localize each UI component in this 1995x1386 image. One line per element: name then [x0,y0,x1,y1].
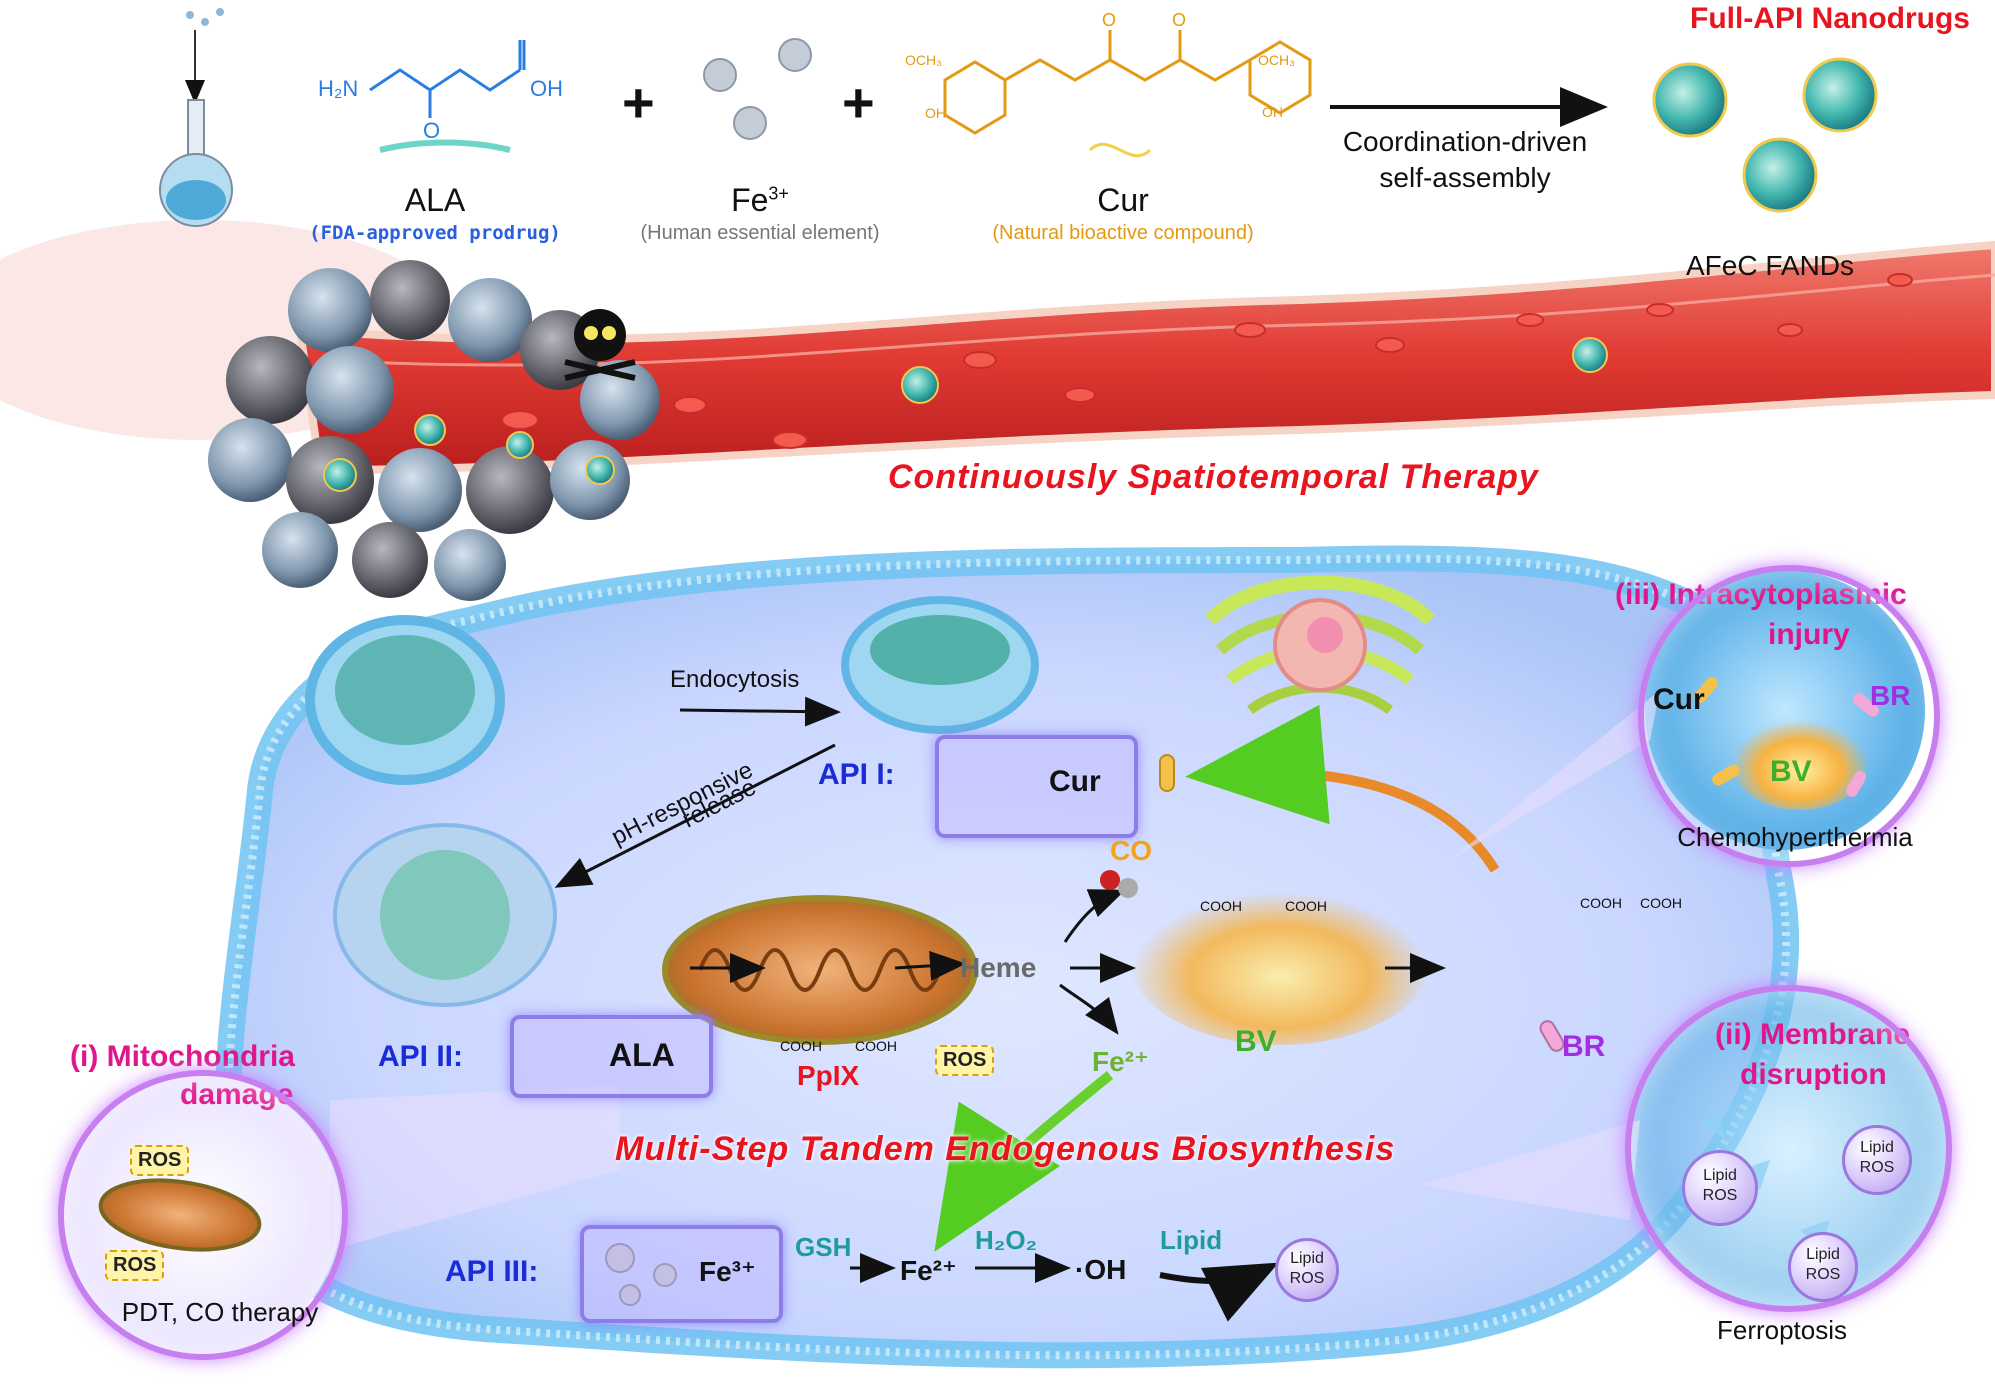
cooh-bv-2: COOH [1285,898,1327,914]
cur-desc: (Natural bioactive compound) [992,222,1254,244]
cooh-bv-1: COOH [1200,898,1242,914]
api1-label: API I: [818,758,895,791]
fe-desc: (Human essential element) [640,222,880,244]
cur-oh-left: OH [925,105,946,121]
product-name: AFeC FANDs [1685,250,1855,281]
cooh-br-2: COOH [1640,895,1682,911]
cur-o-2: O [1172,10,1187,30]
callout-mito-ros-1: ROS [130,1145,190,1176]
therapy-title: Continuously Spatiotemporal Therapy [888,458,1539,496]
lipid-ros-bubble: Lipid ROS [1275,1238,1339,1302]
heme-label: Heme [960,952,1037,983]
api3-box: Fe³⁺ [580,1225,783,1323]
plus-1: + [622,71,655,134]
api2-label: API II: [378,1040,464,1073]
callout-mito-caption: PDT, CO therapy [121,1297,319,1327]
oh-radical-label: ·OH [1075,1254,1127,1285]
ppix-label: PpIX [797,1060,860,1091]
callout-cyto-cur: Cur [1653,683,1705,716]
process-line-2: self-assembly [1379,162,1551,193]
callout-cyto-br: BR [1870,680,1911,711]
api1-box: Cur [935,735,1138,838]
callout-membrane-roslbl-1: ROS [1702,1187,1738,1204]
fe2-chain-label: Fe²⁺ [900,1255,957,1286]
skull-icon [564,309,636,381]
co-label: CO [1110,835,1152,866]
h2o2-label: H₂O₂ [975,1225,1038,1255]
fe-name: Fe3+ [731,182,789,219]
lipid-ros-line-2: ROS [1289,1270,1325,1287]
nanoparticle-icon [1652,57,1878,213]
lipid-label: Lipid [1160,1225,1223,1255]
ala-desc: (FDA-approved prodrug) [309,222,561,244]
plus-2: + [842,71,875,134]
callout-membrane-lipid-1: Lipid [1703,1167,1737,1184]
callout-membrane-lipid-3: Lipid [1806,1246,1840,1263]
callout-membrane-roslbl-3: ROS [1805,1266,1841,1283]
callout-cyto-caption: Chemohyperthermia [1677,822,1913,852]
callout-mito-ros-2: ROS [105,1250,165,1281]
callout-membrane-ros-1: Lipid ROS [1682,1150,1758,1226]
cooh-ppix-2: COOH [855,1038,897,1054]
bv-label: BV [1235,1025,1277,1058]
callout-membrane-roslbl-2: ROS [1859,1159,1895,1176]
cur-oh-right: OH [1262,104,1283,120]
fe-symbol: Fe [731,182,769,218]
api2-box: ALA [510,1015,713,1098]
api2-name: ALA [609,1037,675,1073]
callout-membrane-caption: Ferroptosis [1716,1315,1848,1345]
gsh-label: GSH [795,1232,852,1262]
fe2-label: Fe²⁺ [1092,1046,1149,1077]
cur-name: Cur [1097,182,1149,218]
flask-icon [159,8,233,227]
callout-membrane-ros-3: Lipid ROS [1788,1232,1858,1302]
ala-acid-label: OH [530,76,563,101]
mitochondrion-icon [662,895,978,1045]
cur-ome-right: OCH₃ [1258,52,1295,68]
callout-membrane-circle [1625,985,1952,1312]
process-line-1: Coordination-driven [1342,126,1588,157]
br-label: BR [1562,1030,1606,1063]
callout-mito-title-1: (i) Mitochondria [70,1040,295,1073]
cooh-br-1: COOH [1580,895,1622,911]
ala-keto-label: O [423,118,441,143]
callout-mito-circle [58,1070,348,1360]
biosynthesis-title: Multi-Step Tandem Endogenous Biosynthesi… [615,1130,1396,1168]
callout-cyto-circle [1638,565,1940,867]
fe-charge: 3+ [768,183,789,204]
endocytosis-label: Endocytosis [670,666,800,693]
cur-o-1: O [1102,10,1117,30]
api3-name: Fe³⁺ [699,1256,756,1287]
callout-cyto-bv: BV [1770,755,1812,788]
cooh-ppix-1: COOH [780,1038,822,1054]
page-title: Full-API Nanodrugs [1690,2,1970,35]
cur-ome-left: OCH₃ [905,52,942,68]
golgi-icon [1205,575,1435,715]
callout-membrane-ros-2: Lipid ROS [1842,1125,1912,1195]
api3-label: API III: [445,1255,539,1288]
ala-name: ALA [404,182,466,218]
callout-membrane-lipid-2: Lipid [1860,1139,1894,1156]
ros-tag-cell: ROS [935,1045,995,1076]
ala-amine-label: H₂N [318,76,359,101]
lipid-ros-line-1: Lipid [1290,1250,1324,1267]
api1-name: Cur [1049,765,1101,798]
